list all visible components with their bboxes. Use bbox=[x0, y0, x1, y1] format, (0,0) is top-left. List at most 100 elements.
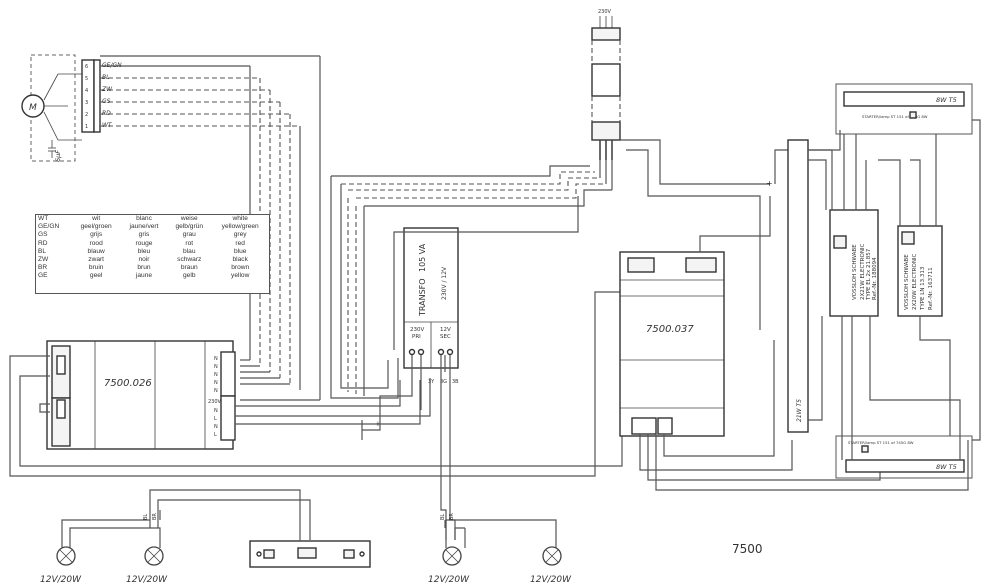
transformer-secondary-sub: SEC bbox=[440, 334, 451, 340]
lamp-3-label: 12V/20W bbox=[428, 575, 470, 585]
legend-cell: gelb bbox=[183, 272, 196, 280]
lamp-1-wire-br: BR bbox=[152, 513, 158, 520]
legend-cell: jaune/vert bbox=[129, 223, 159, 231]
legend-cell: ZW bbox=[38, 256, 49, 264]
motor-assembly: M MOTOR EBM 6µF bbox=[21, 54, 82, 162]
legend-cell: BL bbox=[38, 247, 47, 255]
legend-cell: GE/GN bbox=[38, 223, 60, 231]
legend-cell: geel/groen bbox=[80, 223, 112, 231]
controller-7500-026: 7500.026 N N N N N 230V N L N L bbox=[46, 340, 236, 450]
controller-terminal-n1: N bbox=[214, 356, 218, 362]
tube-wiring bbox=[808, 119, 981, 460]
legend-cell: blauw bbox=[87, 247, 105, 255]
motor-terminal-wire: BL bbox=[102, 74, 109, 81]
legend-cell: red bbox=[235, 239, 245, 247]
legend-cell: RD bbox=[38, 239, 48, 247]
tube-top-starter: STARTER/lamp ST 151 of 745G 8W bbox=[862, 114, 928, 119]
ballast1-ref: Ref.-Nr. 188094 bbox=[872, 257, 878, 300]
motor-terminal-number: 5 bbox=[85, 76, 88, 82]
power-supply-230v: 230V bbox=[591, 9, 621, 160]
capacitor-symbol bbox=[48, 140, 56, 158]
legend-cell: blanc bbox=[136, 215, 152, 222]
legend-cell: jaune bbox=[135, 272, 153, 280]
ground-plus-1: + bbox=[375, 420, 381, 428]
legend-cell: BR bbox=[38, 264, 48, 272]
transformer-primary-sub: PRI bbox=[412, 334, 421, 340]
ballast2-brand: VOSSLOH SCHWABE bbox=[904, 254, 910, 310]
legend-cell: yellow/green bbox=[221, 223, 259, 231]
legend-cell: blau bbox=[183, 247, 196, 255]
legend-cell: braun bbox=[180, 264, 198, 272]
tube-top-label: 8W T5 bbox=[936, 96, 957, 104]
legend-row: RD rood rouge rot red bbox=[36, 240, 269, 248]
legend-cell: brun bbox=[137, 264, 151, 272]
legend-cell: brown bbox=[231, 264, 250, 272]
tube-vertical-label: 21W T5 bbox=[796, 399, 803, 422]
ballast2-model: TYPE LN 13.313 bbox=[920, 266, 926, 311]
legend-cell: rouge bbox=[135, 239, 153, 247]
motor-terminal-number: 2 bbox=[85, 112, 88, 118]
lamp-2-label: 12V/20W bbox=[126, 575, 168, 585]
transformer-wire-3g: 3G bbox=[440, 379, 447, 385]
transformer-secondary: 12V bbox=[440, 327, 451, 333]
module-7500-037: 7500.037 bbox=[619, 251, 725, 437]
tube-top: 8W T5 STARTER/lamp ST 151 of 745G 8W bbox=[835, 83, 973, 135]
supply-duct bbox=[331, 165, 612, 396]
controller-terminal-n4: N bbox=[214, 380, 218, 386]
motor-terminal-wire: GS bbox=[102, 98, 111, 105]
module-label: 7500.037 bbox=[646, 324, 694, 335]
diagram-number: 7500 bbox=[732, 542, 763, 556]
legend-cell: GE bbox=[38, 272, 48, 280]
transformer-primary: 230V bbox=[410, 327, 424, 333]
controller-terminal-n-2: N bbox=[214, 424, 218, 430]
ballast1-model: TYPE EL 2x 21.857 bbox=[866, 248, 872, 301]
legend-cell: yellow bbox=[231, 272, 250, 280]
lamp-3-wire-bl: BL bbox=[440, 514, 446, 520]
motor-wire-bundle bbox=[100, 55, 321, 401]
legend-row: BL blauw bleu blau blue bbox=[36, 248, 269, 256]
legend-cell: noir bbox=[138, 256, 150, 264]
ballast-2: VOSSLOH SCHWABE 2X20W ELECTRONIC TYPE LN… bbox=[897, 225, 943, 317]
ballast-1: VOSSLOH SCHWABE 2X21W ELECTRONIC TYPE EL… bbox=[829, 209, 879, 317]
lamp-3: 12V/20W BL BR bbox=[428, 513, 470, 585]
legend-cell: grau bbox=[182, 231, 196, 239]
legend-cell: weise bbox=[180, 215, 198, 222]
junction-plus: + bbox=[766, 179, 773, 188]
controller-terminal-l: L bbox=[214, 416, 217, 422]
motor-terminal-strip bbox=[81, 59, 101, 133]
lamp-2: 12V/20W bbox=[126, 546, 168, 585]
legend-cell: grey bbox=[233, 231, 247, 239]
controller-terminal-n2: N bbox=[214, 364, 218, 370]
switch-panel bbox=[249, 500, 371, 568]
legend-cell: blue bbox=[233, 247, 247, 255]
module-wiring bbox=[639, 196, 969, 491]
legend-cell: WT bbox=[38, 215, 49, 222]
motor-terminal-number: 6 bbox=[85, 64, 88, 70]
motor-terminal-wire: RD bbox=[102, 110, 111, 117]
tube-bottom: 8W T5 STARTER/lamp ST 151 of 745G 8W bbox=[835, 435, 973, 479]
ballast2-type: 2X20W ELECTRONIC bbox=[912, 253, 918, 310]
legend-row: GE geel jaune gelb yellow bbox=[36, 272, 269, 280]
capacitor-label: 6µF bbox=[54, 150, 62, 162]
tube-bottom-starter: STARTER/lamp ST 151 of 745G 8W bbox=[848, 440, 914, 445]
controller-terminal-230v: 230V bbox=[208, 399, 222, 405]
legend-cell: rood bbox=[89, 239, 103, 247]
legend-cell: geel bbox=[89, 272, 103, 280]
legend-cell: rot bbox=[185, 239, 194, 247]
legend-cell: gris bbox=[138, 231, 150, 239]
legend-cell: bleu bbox=[137, 247, 151, 255]
transformer-rating: 105 VA bbox=[418, 243, 427, 272]
controller-terminal-n3: N bbox=[214, 372, 218, 378]
controller-label: 7500.026 bbox=[104, 378, 152, 389]
controller-terminal-l-2: L bbox=[214, 432, 217, 438]
motor-terminal-wire: GE/GN bbox=[102, 62, 122, 69]
lamp-4-label: 12V/20W bbox=[530, 575, 572, 585]
controller-terminal-n: N bbox=[214, 408, 218, 414]
lamp-3-wire-br: BR bbox=[449, 513, 455, 520]
tube-vertical: 21W T5 bbox=[787, 139, 809, 433]
